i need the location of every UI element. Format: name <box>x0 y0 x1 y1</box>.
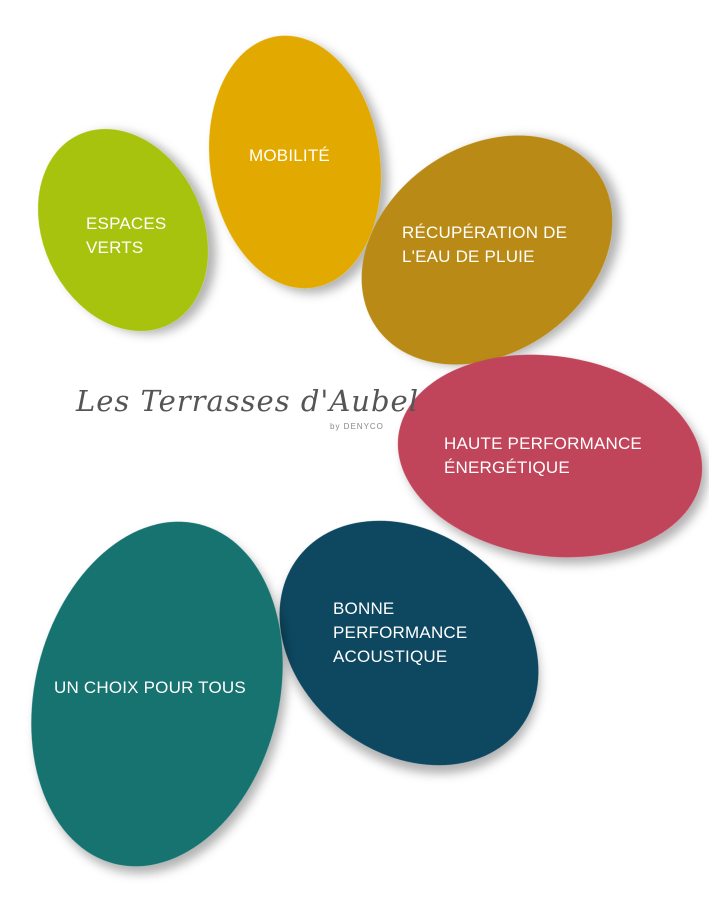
label-line: PERFORMANCE <box>333 623 468 642</box>
label-line: L'EAU DE PLUIE <box>402 247 535 266</box>
label-line: RÉCUPÉRATION DE <box>402 223 568 242</box>
label-espaces-verts: ESPACES VERTS <box>86 212 166 260</box>
label-line: VERTS <box>86 238 144 257</box>
petal-mobilite <box>208 35 382 289</box>
label-bonne-performance: BONNE PERFORMANCE ACOUSTIQUE <box>333 597 467 669</box>
label-haute-performance: HAUTE PERFORMANCE ÉNERGÉTIQUE <box>444 432 642 480</box>
label-line: ESPACES <box>86 214 167 233</box>
petal-haute-performance <box>397 354 703 558</box>
label-line: HAUTE PERFORMANCE <box>444 434 642 453</box>
label-line: ACOUSTIQUE <box>333 647 448 666</box>
petal-un-choix <box>31 521 283 867</box>
petal-recuperation <box>361 135 613 365</box>
petal-espaces-verts <box>37 129 209 331</box>
label-line: UN CHOIX POUR TOUS <box>54 678 246 697</box>
logo: Les Terrasses d'Aubel <box>76 384 419 418</box>
label-mobilite: MOBILITÉ <box>249 144 330 168</box>
petal-bonne-performance <box>279 520 539 766</box>
label-line: BONNE <box>333 599 395 618</box>
logo-byline: by DENYCO <box>330 422 384 431</box>
label-recuperation: RÉCUPÉRATION DE L'EAU DE PLUIE <box>402 221 567 269</box>
label-line: MOBILITÉ <box>249 146 330 165</box>
label-un-choix: UN CHOIX POUR TOUS <box>54 676 246 700</box>
label-line: ÉNERGÉTIQUE <box>444 458 570 477</box>
